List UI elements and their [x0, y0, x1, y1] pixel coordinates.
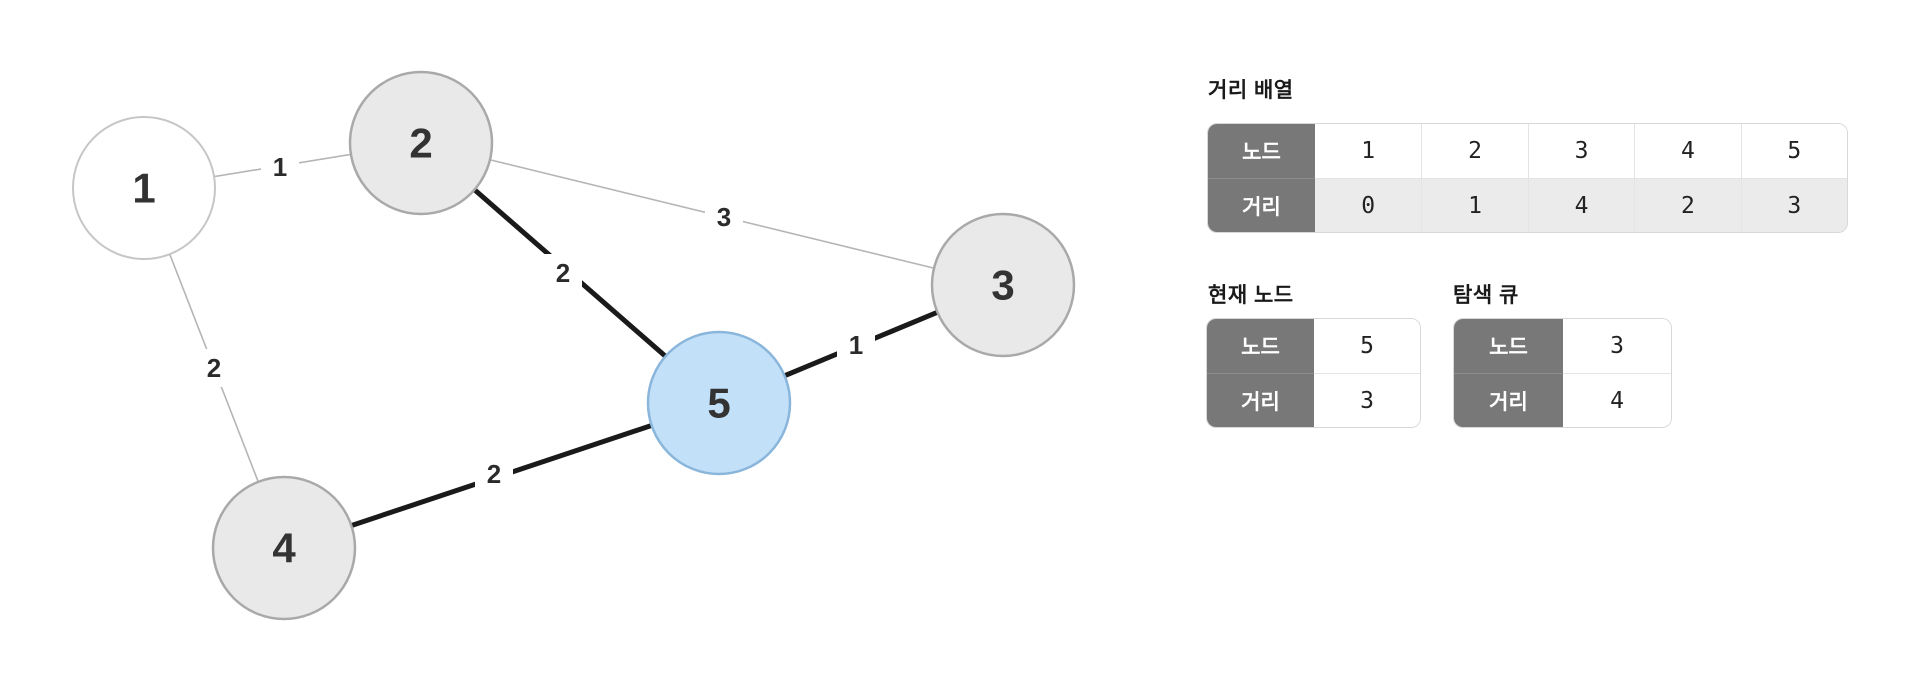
node-cell: 3: [1527, 124, 1635, 178]
edge-label-gap: [837, 326, 875, 364]
distance-cell: 2: [1634, 178, 1741, 232]
search-queue-value-cell: 3: [1563, 319, 1671, 373]
node-label-2: 2: [409, 120, 432, 167]
node-cell: 1: [1315, 124, 1422, 178]
node-label-3: 3: [991, 262, 1014, 309]
edge-weight-label: 1: [849, 330, 863, 360]
edge-label-gap: [261, 148, 299, 186]
search-queue-value-cell: 4: [1563, 373, 1671, 427]
node-3[interactable]: [930, 212, 1076, 358]
row-header-distance: 거리: [1208, 178, 1315, 232]
search-queue-row-header: 거리: [1454, 373, 1563, 427]
edge-weight-label: 2: [207, 353, 221, 383]
edge-label-gap: [705, 198, 743, 236]
distance-cell: 3: [1740, 178, 1847, 232]
current-node-row-header: 거리: [1207, 373, 1314, 427]
current-node-row-header: 노드: [1207, 319, 1314, 373]
node-label-5: 5: [707, 380, 730, 427]
node-cell: 2: [1421, 124, 1528, 178]
current-node-value-cell: 3: [1314, 373, 1420, 427]
search-queue-title: 탐색 큐: [1453, 284, 1519, 307]
edge-weight-label: 1: [273, 152, 287, 182]
distance-cell: 4: [1527, 178, 1635, 232]
row-header-node: 노드: [1208, 124, 1315, 178]
node-cell: 4: [1634, 124, 1741, 178]
edge-weight-label: 2: [556, 258, 570, 288]
node-cell: 5: [1740, 124, 1847, 178]
node-5[interactable]: [646, 330, 792, 476]
distance-array-title: 거리 배열: [1208, 79, 1294, 102]
node-4[interactable]: [211, 475, 357, 621]
edge-weight-label: 2: [487, 459, 501, 489]
distance-cell: 0: [1315, 178, 1422, 232]
graph-canvas: 1 3 2 2 2 1 1 2 3 4 5: [72, 70, 1076, 621]
search-queue-row-header: 노드: [1454, 319, 1563, 373]
distance-cell: 1: [1421, 178, 1528, 232]
node-label-1: 1: [132, 165, 155, 212]
node-2[interactable]: [348, 70, 494, 216]
current-node-value-cell: 5: [1314, 319, 1420, 373]
node-label-4: 4: [272, 525, 296, 572]
edge-label-gap: [195, 349, 233, 387]
edge-label-gap: [544, 254, 582, 292]
current-node-title: 현재 노드: [1208, 284, 1294, 307]
node-1[interactable]: [72, 116, 216, 260]
edge-weight-label: 3: [717, 202, 731, 232]
edge-label-gap: [475, 455, 513, 493]
